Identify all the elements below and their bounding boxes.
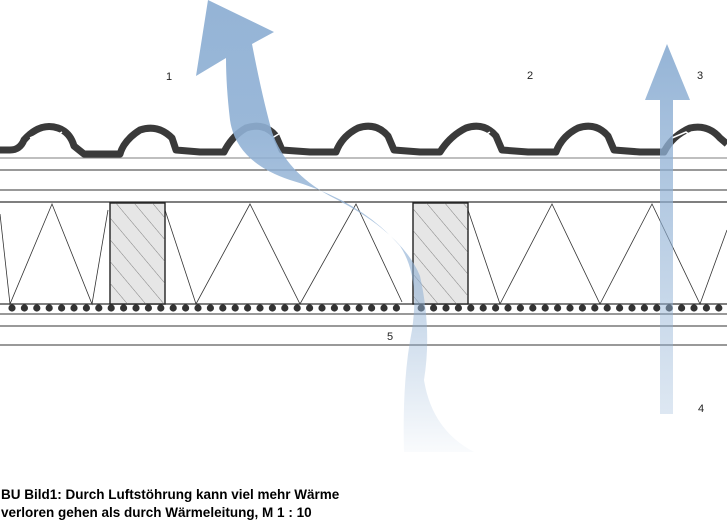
batten-dot — [293, 304, 301, 312]
batten-dots — [8, 304, 723, 312]
batten-dot — [454, 304, 462, 312]
batten-dot — [20, 304, 28, 312]
airflow-arrow-conduction — [645, 44, 690, 414]
batten-dot — [616, 304, 624, 312]
batten-dot — [702, 304, 711, 312]
batten-dot — [343, 304, 351, 312]
batten-dot — [380, 304, 388, 312]
batten-dot — [70, 304, 78, 312]
callout-1: 1 — [166, 71, 172, 83]
batten-dot — [219, 304, 227, 312]
batten-dot — [107, 304, 115, 312]
batten-dot — [318, 304, 326, 312]
batten-dot — [306, 304, 314, 312]
batten-dot — [281, 304, 289, 312]
batten-dot — [132, 304, 140, 312]
caption-line-2: verloren gehen als durch Wärmeleitung, M… — [1, 505, 312, 520]
batten-dot — [144, 304, 152, 312]
batten-dot — [640, 304, 649, 312]
batten-dot — [157, 304, 165, 312]
roof-tile-outline — [0, 122, 727, 158]
batten-dot — [33, 304, 41, 312]
batten-dot — [603, 304, 611, 312]
batten-dot — [82, 304, 90, 312]
batten-dot — [516, 304, 525, 312]
batten-dot — [268, 304, 276, 312]
batten-dot — [430, 304, 438, 312]
batten-dot — [492, 304, 500, 312]
roof-tiles — [0, 122, 727, 159]
batten-dot — [504, 304, 512, 312]
batten-dot — [578, 304, 587, 312]
batten-dot — [169, 304, 177, 312]
callout-4: 4 — [698, 403, 704, 415]
batten-dot — [591, 304, 599, 312]
batten-dot — [368, 304, 376, 312]
batten-dot — [182, 304, 190, 312]
batten-dot — [653, 304, 661, 312]
batten-dot — [479, 304, 487, 312]
batten-dot — [678, 304, 686, 312]
batten-dot — [355, 304, 363, 312]
batten-dot — [690, 304, 698, 312]
batten-dot — [244, 304, 252, 312]
batten-dot — [58, 304, 66, 312]
batten-dot — [541, 304, 549, 312]
batten-dot — [442, 304, 450, 312]
callout-5: 5 — [387, 331, 393, 343]
figure-caption: BU Bild1: Durch Luftstöhrung kann viel m… — [1, 486, 721, 522]
batten-dot — [392, 304, 400, 312]
batten-dot — [715, 304, 723, 312]
roof-section-diagram: 1 2 3 4 5 — [0, 0, 727, 452]
batten-dot — [194, 304, 202, 312]
batten-dot — [45, 304, 53, 312]
batten-dot — [554, 304, 562, 312]
caption-line-1: BU Bild1: Durch Luftstöhrung kann viel m… — [1, 487, 340, 502]
batten-dot — [566, 304, 574, 312]
batten-dot — [467, 304, 475, 312]
batten-dot — [231, 304, 239, 312]
callout-3: 3 — [697, 70, 703, 82]
batten-dot — [529, 304, 537, 312]
batten-dot — [120, 304, 128, 312]
airflow-arrow-leak — [196, 0, 474, 452]
layer-lines — [0, 169, 727, 346]
batten-dot — [256, 304, 264, 312]
batten-dot — [628, 304, 636, 312]
insulation-zigzag — [0, 202, 727, 306]
rafters — [109, 202, 469, 305]
batten-dot — [206, 304, 214, 312]
callout-2: 2 — [527, 70, 533, 82]
batten-dot — [8, 304, 16, 312]
batten-dot — [95, 304, 103, 312]
batten-dot — [330, 304, 338, 312]
